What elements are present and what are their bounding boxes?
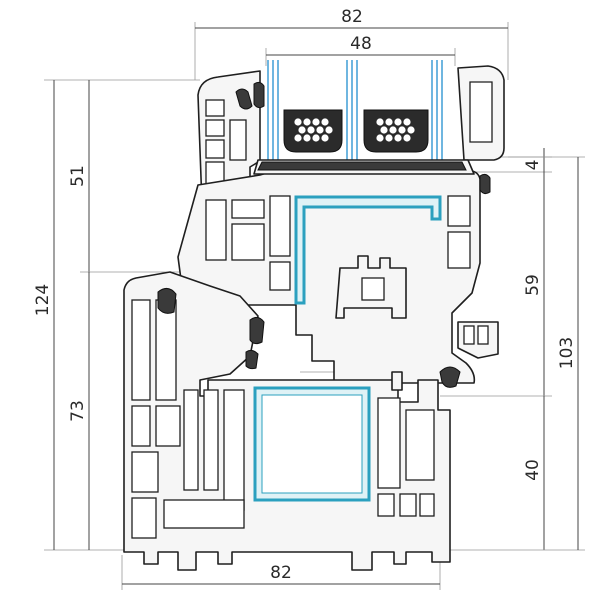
dim-sash-height: 51	[68, 165, 88, 187]
dim-frame-depth: 40	[523, 459, 543, 481]
dim-frame-width-top: 82	[341, 7, 363, 27]
dim-offset-small: 4	[523, 160, 543, 171]
dim-rebate-height: 59	[523, 274, 543, 296]
glass-panes	[267, 60, 443, 160]
dimension-labels: 82 48 124 51 73 4 59 103 12 40 82	[33, 7, 577, 583]
glass-spacers	[283, 109, 429, 153]
frame-profile	[123, 271, 451, 571]
dim-total-height: 124	[33, 284, 53, 316]
sash-profile	[177, 65, 505, 388]
dim-frame-height: 73	[68, 400, 88, 422]
dim-sash-total: 103	[557, 337, 577, 369]
dim-glazing-thickness: 48	[350, 34, 372, 54]
dim-frame-width-bottom: 82	[270, 563, 292, 583]
